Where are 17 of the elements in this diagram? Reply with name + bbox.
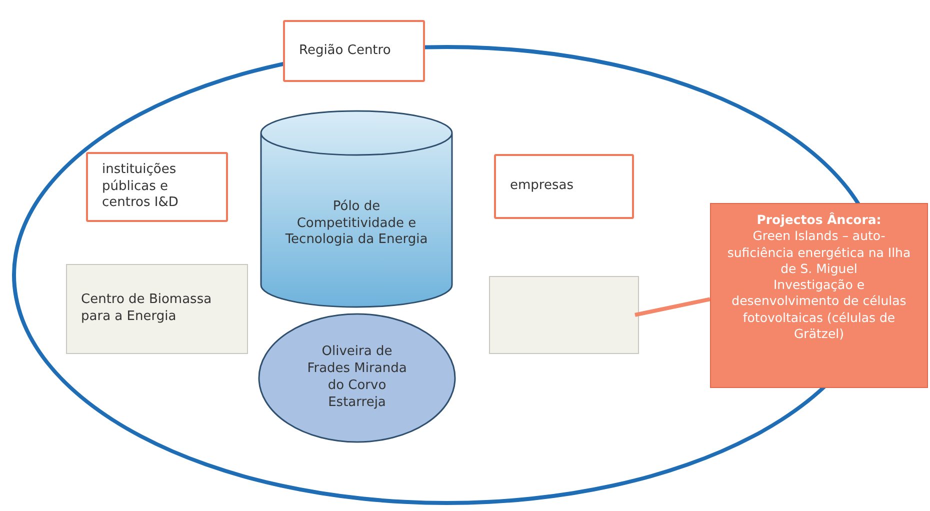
node-text: Oliveira de Frades Miranda do Corvo Estarreja bbox=[306, 344, 408, 412]
node-text: Centro de Biomassa para a Energia bbox=[81, 292, 213, 326]
callout-box bbox=[710, 203, 928, 388]
scroll-banner bbox=[494, 154, 634, 219]
node-text: Investigação e desenvolvimento de células fotovoltaicas (células de Grätzel) bbox=[730, 277, 908, 342]
scroll-banner bbox=[86, 152, 228, 222]
node-text: Green Islands – auto-suficiência energética na Ilha de S. Miguel bbox=[726, 228, 912, 277]
text-panel bbox=[66, 264, 248, 354]
text-panel bbox=[489, 276, 639, 354]
node-text: empresas bbox=[510, 178, 574, 195]
node-text: instituições públicas e centros I&D bbox=[102, 162, 180, 212]
scroll-banner bbox=[283, 20, 425, 82]
node-text: Região Centro bbox=[299, 42, 391, 60]
oval-shape bbox=[257, 312, 457, 444]
cylinder-shape bbox=[259, 109, 454, 309]
node-text: Pólo de Competitividade e Tecnologia da Energia bbox=[284, 198, 429, 250]
callout-heading: Projectos Âncora: bbox=[756, 212, 882, 228]
